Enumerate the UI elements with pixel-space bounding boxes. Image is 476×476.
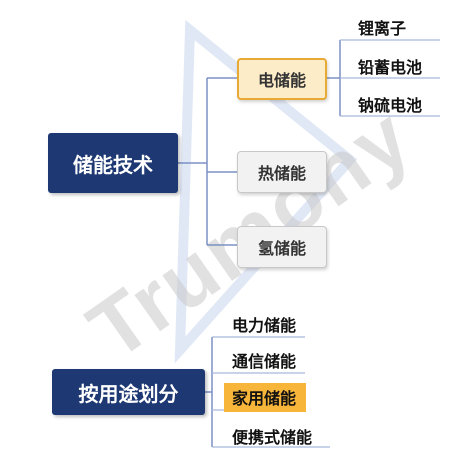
root-node-by-use[interactable]: 按用途划分 <box>52 369 205 415</box>
root-node-storage-tech[interactable]: 储能技术 <box>48 133 178 193</box>
sub-tree-connectors <box>327 40 341 116</box>
category-label: 电储能 <box>257 71 306 90</box>
root-node-label: 储能技术 <box>73 152 153 177</box>
leaf-portable-storage[interactable]: 便携式储能 <box>232 428 313 447</box>
leaf-lithium-ion[interactable]: 锂离子 <box>358 19 407 38</box>
category-hydrogen-storage[interactable]: 氢储能 <box>237 226 327 268</box>
category-label: 热储能 <box>257 164 306 183</box>
leaf-underlines <box>340 39 440 117</box>
leaf-power-storage[interactable]: 电力储能 <box>232 316 297 335</box>
category-thermal-storage[interactable]: 热储能 <box>237 151 327 193</box>
leaf-telecom-storage[interactable]: 通信储能 <box>232 352 297 371</box>
leaf-sodium-sulfur[interactable]: 钠硫电池 <box>358 96 423 115</box>
leaf-household-storage[interactable]: 家用储能 <box>224 383 307 412</box>
category-electric-storage[interactable]: 电储能 <box>237 58 327 100</box>
category-label: 氢储能 <box>257 239 306 258</box>
root-node-label: 按用途划分 <box>78 381 179 406</box>
leaf-lead-acid[interactable]: 铅蓄电池 <box>358 58 423 77</box>
bottom-tree-connectors <box>205 337 213 447</box>
top-tree-connectors <box>178 77 237 246</box>
